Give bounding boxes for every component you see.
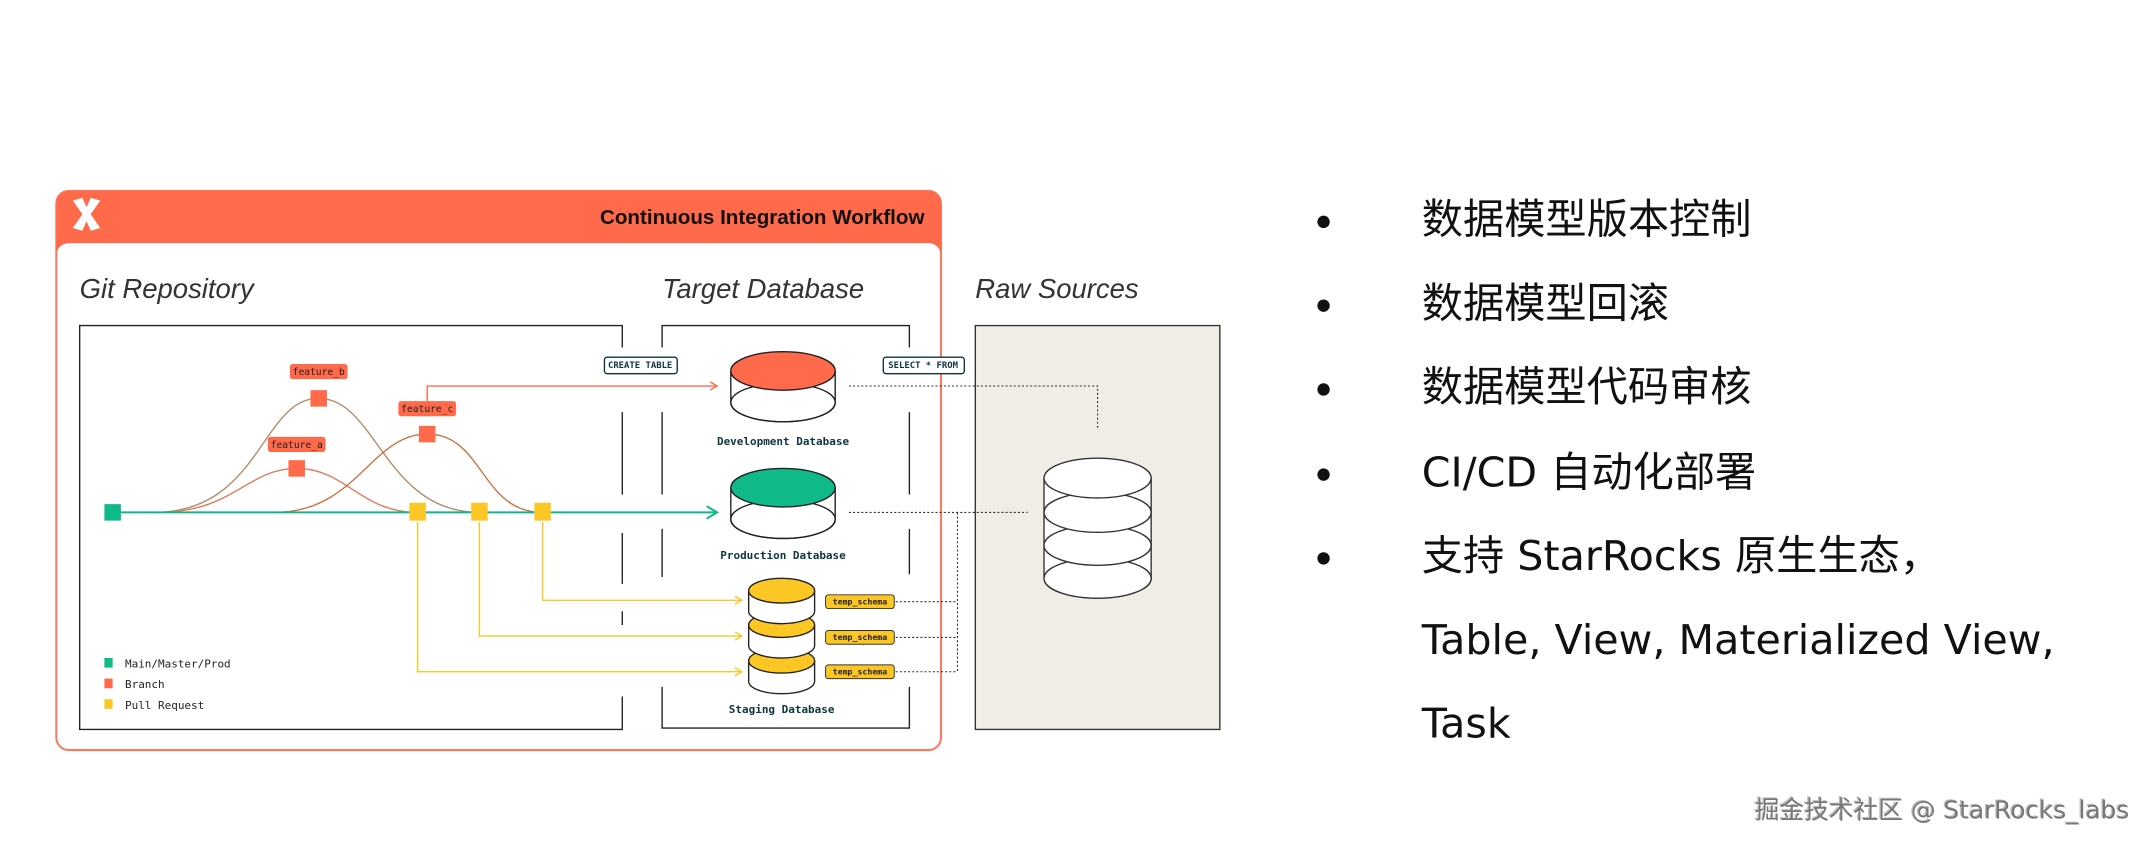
bullet-item: CI/CD 自动化部署: [1312, 444, 2055, 528]
dbt-logo-icon: [72, 197, 101, 231]
bullet-text: 数据模型代码审核: [1421, 364, 1752, 413]
branch-label-feature-a: feature_a: [271, 440, 323, 451]
bullet-text: 数据模型回滚: [1421, 280, 1670, 329]
production-database-label: Production Database: [720, 549, 846, 562]
watermark: 掘金技术社区 @ StarRocks_labs: [1754, 796, 2130, 826]
bullet-text: Task: [1421, 700, 1511, 749]
dev-source-connector: [848, 385, 1099, 430]
pr-node-3: [534, 502, 551, 521]
bullet-dot: [1317, 383, 1330, 397]
staging-source-connector: [895, 512, 959, 673]
legend-pull-request: Pull Request: [125, 699, 204, 712]
pr-line-3: [416, 522, 744, 677]
pr-line-1: [541, 522, 744, 606]
branch-node-feature-c: [418, 425, 436, 443]
section-raw-sources: Raw Sources: [975, 273, 1139, 304]
pr-node-2: [471, 502, 488, 521]
pr-node-1: [409, 502, 426, 521]
development-database-label: Development Database: [717, 435, 849, 448]
bullet-continuation: Task: [1312, 697, 2055, 781]
staging-database-label: Staging Database: [729, 703, 835, 716]
bullet-item: 数据模型版本控制: [1312, 192, 2055, 276]
temp-schema-label-1: temp_schema: [833, 596, 888, 606]
branch-node-feature-a: [288, 460, 305, 477]
legend-branch: Branch: [125, 678, 165, 691]
feature-list: 数据模型版本控制 数据模型回滚 数据模型代码审核 CI/CD 自动化部署 支持 …: [1312, 192, 2055, 780]
temp-schema-label-3: temp_schema: [833, 666, 888, 676]
bullet-item: 数据模型回滚: [1312, 276, 2055, 360]
branch-node-feature-b: [310, 390, 327, 407]
section-target-database: Target Database: [662, 273, 864, 304]
bullet-continuation: Table, View, Materialized View,: [1312, 613, 2055, 697]
git-repository-box: [78, 324, 623, 731]
bullet-item: 数据模型代码审核: [1312, 360, 2055, 444]
workflow-header: [56, 190, 941, 256]
target-database-box: [661, 324, 911, 729]
legend-main: Main/Master/Prod: [125, 658, 231, 671]
legend: Main/Master/Prod Branch Pull Request: [104, 658, 231, 712]
bullet-item: 支持 StarRocks 原生生态，: [1312, 529, 2055, 613]
bullet-dot: [1317, 299, 1330, 313]
bullet-dot: [1317, 551, 1330, 565]
pr-line-2: [478, 522, 744, 641]
bullet-text: 支持 StarRocks 原生生态，: [1421, 532, 1941, 581]
workflow-title: Continuous Integration Workflow: [600, 206, 925, 229]
production-database-icon: [730, 467, 836, 540]
staging-database-icon: [747, 577, 816, 695]
bullet-text: CI/CD 自动化部署: [1421, 448, 1757, 497]
raw-source-database-icon: [1043, 457, 1152, 599]
select-from-label: SELECT * FROM: [888, 361, 958, 371]
branch-label-feature-b: feature_b: [293, 367, 345, 378]
bullet-dot: [1317, 467, 1330, 481]
create-table-arrow: [426, 381, 719, 402]
bullet-text: Table, View, Materialized View,: [1421, 616, 2055, 665]
bullet-dot: [1317, 215, 1330, 229]
bullet-text: 数据模型版本控制: [1421, 196, 1752, 245]
create-table-label: CREATE TABLE: [608, 361, 672, 371]
development-database-icon: [730, 350, 836, 423]
main-commit-node: [104, 504, 121, 521]
temp-schema-label-2: temp_schema: [833, 632, 888, 642]
branch-label-feature-c: feature_c: [401, 404, 453, 415]
section-git-repository: Git Repository: [80, 273, 256, 304]
